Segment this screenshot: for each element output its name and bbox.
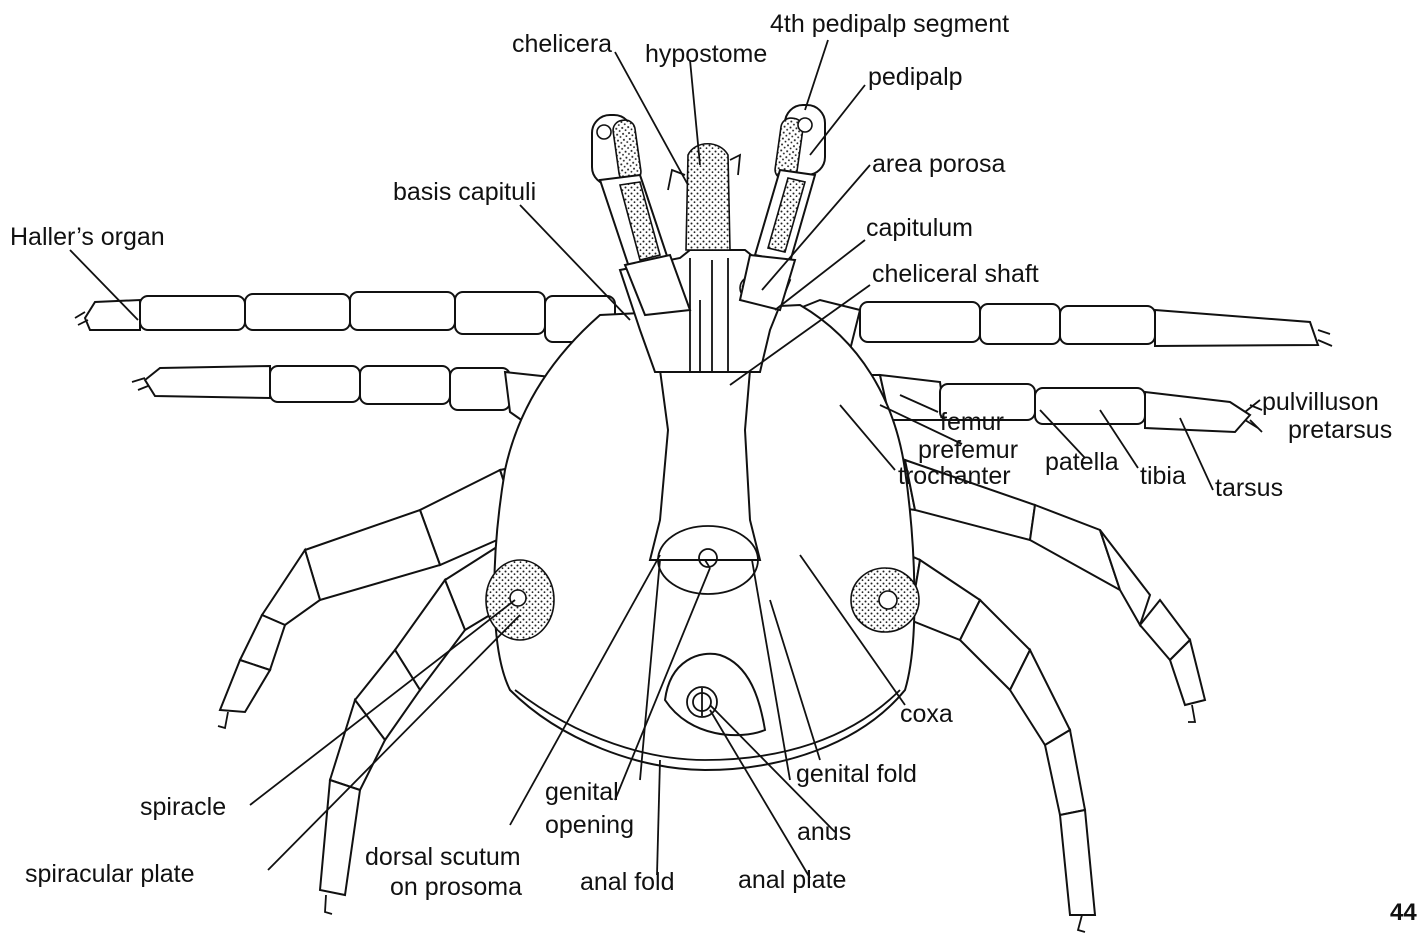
label-area-porosa: area porosa [872,150,1006,178]
label-femur: femur [940,408,1004,436]
label-on-prosoma: on prosoma [390,873,522,901]
label-dorsal-scutum: dorsal scutum [365,843,521,871]
label-tarsus: tarsus [1215,474,1283,502]
hypostome [686,144,730,250]
pedipalp-left [592,115,690,315]
label-patella: patella [1045,448,1119,476]
label-prefemur: prefemur [918,436,1018,464]
label-chelicera: chelicera [512,30,612,58]
label-tibia: tibia [1140,462,1186,490]
label-pedipalp: pedipalp [868,63,963,91]
label-genital: genital [545,778,619,806]
pedipalp-right [740,105,825,310]
label-spiracle: spiracle [140,793,226,821]
label-4th-pedipalp-segment: 4th pedipalp segment [770,10,1009,38]
tick-body [486,305,919,780]
label-anal-plate: anal plate [738,866,846,894]
label-opening: opening [545,811,634,839]
label-basis-capituli: basis capituli [393,178,536,206]
label-capitulum: capitulum [866,214,973,242]
label-trochanter: trochanter [898,462,1011,490]
ventral-center [650,370,760,560]
label-cheliceral-shaft: cheliceral shaft [872,260,1039,288]
label-hypostome: hypostome [645,40,767,68]
label-pretarsus: pretarsus [1288,416,1392,444]
page-number: 44 [1390,899,1417,926]
label-coxa: coxa [900,700,953,728]
label-pulvillus-on: pulvilluson [1262,388,1379,416]
label-anal-fold: anal fold [580,868,675,896]
label-genital-fold: genital fold [796,760,917,788]
label-anus: anus [797,818,851,846]
label-hallers-organ: Haller’s organ [10,223,165,251]
label-spiracular-plate: spiracular plate [25,860,195,888]
